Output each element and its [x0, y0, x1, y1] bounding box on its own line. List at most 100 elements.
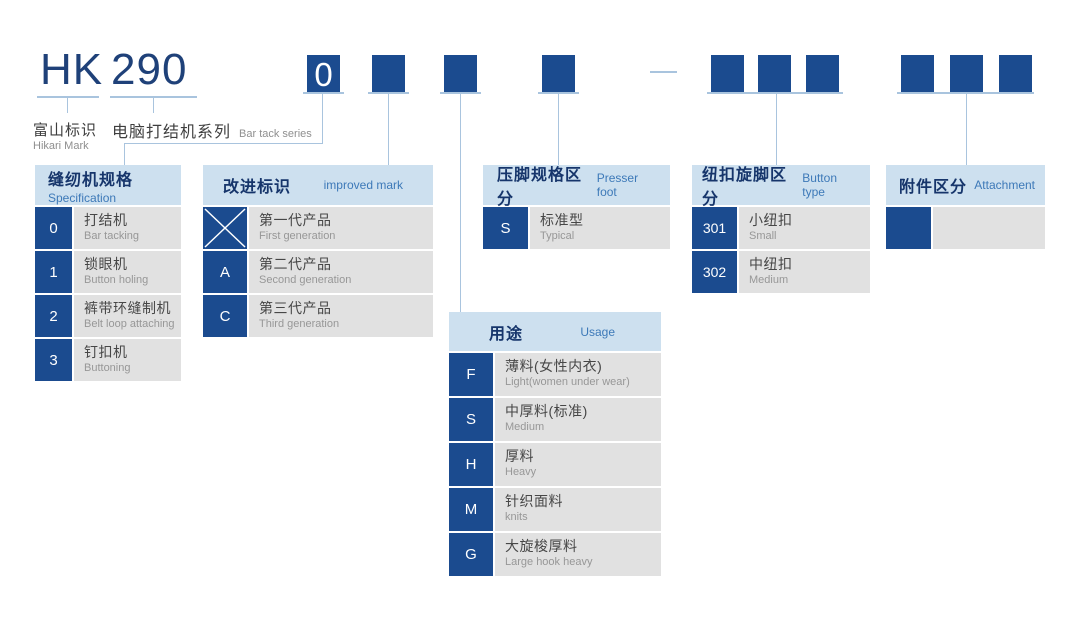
row-desc-en: knits — [505, 511, 528, 523]
improved-mark-header: 改进标识 improved mark — [203, 165, 433, 205]
table-row: H 厚料 Heavy — [449, 443, 661, 486]
attachment-box-3 — [999, 55, 1032, 93]
presser-connector — [558, 94, 559, 165]
row-key: C — [203, 295, 247, 337]
presser-foot-table: 压脚规格区分 Presser foot S 标准型 Typical — [483, 165, 670, 249]
brand-underline — [37, 96, 99, 98]
row-desc: 裤带环缝制机 Belt loop attaching — [74, 295, 181, 337]
series-legend: 电脑打结机系列 Bar tack series — [112, 118, 312, 142]
series-tick-line — [153, 96, 154, 113]
row-desc: 小纽扣 Small — [739, 207, 870, 249]
spec-digit-box: 0 — [307, 55, 340, 93]
table-row: 2 裤带环缝制机 Belt loop attaching — [35, 295, 181, 337]
specification-title-zh: 缝纫机规格 — [48, 171, 134, 189]
button-group-underline — [707, 92, 843, 94]
row-desc-en: First generation — [259, 230, 336, 242]
row-key: 0 — [35, 207, 72, 249]
improved-connector — [388, 94, 389, 165]
attachment-connector — [966, 94, 967, 165]
row-desc-en: Buttoning — [84, 362, 131, 374]
row-desc-en: Medium — [749, 274, 789, 286]
table-row — [886, 207, 1045, 249]
spec-box-underline — [303, 92, 344, 94]
row-key-x-mark — [203, 207, 247, 249]
improved-mark-table: 改进标识 improved mark 第一代产品 First generatio… — [203, 165, 433, 337]
table-row: 1 锁眼机 Button holing — [35, 251, 181, 293]
separator-dash — [650, 71, 677, 73]
button-connector — [776, 94, 777, 165]
series-legend-zh: 电脑打结机系列 — [112, 124, 232, 141]
spec-connector-drop — [124, 143, 125, 165]
row-desc-zh: 第一代产品 — [259, 212, 332, 228]
spec-connector-horizontal — [124, 143, 323, 144]
table-row: S 中厚料(标准) Medium — [449, 398, 661, 441]
brand-code: HK — [40, 45, 104, 94]
row-desc-zh: 小纽扣 — [749, 212, 793, 228]
series-code: 290 — [111, 45, 188, 94]
row-desc-zh: 标准型 — [540, 212, 584, 228]
row-desc: 薄料(女性内衣) Light(women under wear) — [495, 353, 661, 396]
table-row: 302 中纽扣 Medium — [692, 251, 870, 293]
row-desc-en: Second generation — [259, 274, 352, 286]
row-desc-en: Typical — [540, 230, 575, 242]
attachment-table: 附件区分 Attachment — [886, 165, 1045, 249]
table-row: F 薄料(女性内衣) Light(women under wear) — [449, 353, 661, 396]
row-desc-zh: 裤带环缝制机 — [84, 300, 171, 316]
row-key: G — [449, 533, 493, 576]
row-key: A — [203, 251, 247, 293]
table-row: G 大旋梭厚料 Large hook heavy — [449, 533, 661, 576]
improved-mark-title-en: improved mark — [323, 178, 403, 192]
specification-header: 缝纫机规格 Specification — [35, 165, 181, 205]
row-desc: 大旋梭厚料 Large hook heavy — [495, 533, 661, 576]
usage-header: 用途 Usage — [449, 312, 661, 351]
presser-foot-header: 压脚规格区分 Presser foot — [483, 165, 670, 208]
specification-title-en: Specification — [48, 190, 117, 205]
usage-connector — [460, 94, 461, 312]
row-desc-zh: 针织面料 — [505, 493, 563, 509]
table-row: A 第二代产品 Second generation — [203, 251, 433, 293]
row-key: 302 — [692, 251, 737, 293]
row-desc: 打结机 Bar tacking — [74, 207, 181, 249]
row-key: 1 — [35, 251, 72, 293]
row-desc: 第二代产品 Second generation — [249, 251, 433, 293]
attachment-group-underline — [897, 92, 1034, 94]
row-desc: 厚料 Heavy — [495, 443, 661, 486]
button-type-table: 纽扣旋脚区分 Button type 301 小纽扣 Small 302 中纽扣… — [692, 165, 870, 293]
row-desc: 针织面料 knits — [495, 488, 661, 531]
brand-tick-line — [67, 96, 68, 113]
button-type-title-en: Button type — [802, 171, 837, 199]
row-desc-zh: 中厚料(标准) — [505, 403, 588, 419]
presser-box-underline — [538, 92, 579, 94]
series-legend-en: Bar tack series — [239, 128, 312, 140]
button-type-box-1 — [711, 55, 744, 93]
table-row: 第一代产品 First generation — [203, 207, 433, 249]
button-type-box-3 — [806, 55, 839, 93]
row-desc-en: Large hook heavy — [505, 556, 593, 568]
row-key: S — [483, 207, 528, 249]
presser-digit-box — [542, 55, 575, 93]
row-desc-zh: 第三代产品 — [259, 300, 332, 316]
row-desc-zh: 薄料(女性内衣) — [505, 358, 603, 374]
row-desc-en: Third generation — [259, 318, 340, 330]
row-key: S — [449, 398, 493, 441]
table-row: M 针织面料 knits — [449, 488, 661, 531]
brand-legend-zh: 富山标识 — [33, 122, 98, 139]
row-key: 2 — [35, 295, 72, 337]
usage-title-en: Usage — [580, 324, 615, 339]
row-desc: 标准型 Typical — [530, 207, 670, 249]
button-type-box-2 — [758, 55, 791, 93]
improved-digit-box — [372, 55, 405, 93]
row-desc: 钉扣机 Buttoning — [74, 339, 181, 381]
spec-connector-vertical — [322, 94, 323, 144]
improved-box-underline — [368, 92, 409, 94]
improved-mark-title-zh: 改进标识 — [223, 179, 292, 196]
row-desc-empty — [933, 207, 1045, 249]
row-desc-en: Light(women under wear) — [505, 376, 630, 388]
row-desc-zh: 大旋梭厚料 — [505, 538, 578, 554]
table-row: 0 打结机 Bar tacking — [35, 207, 181, 249]
row-desc-zh: 锁眼机 — [84, 256, 128, 272]
row-desc-en: Medium — [505, 421, 545, 433]
row-desc: 第一代产品 First generation — [249, 207, 433, 249]
row-desc-en: Belt loop attaching — [84, 318, 175, 330]
